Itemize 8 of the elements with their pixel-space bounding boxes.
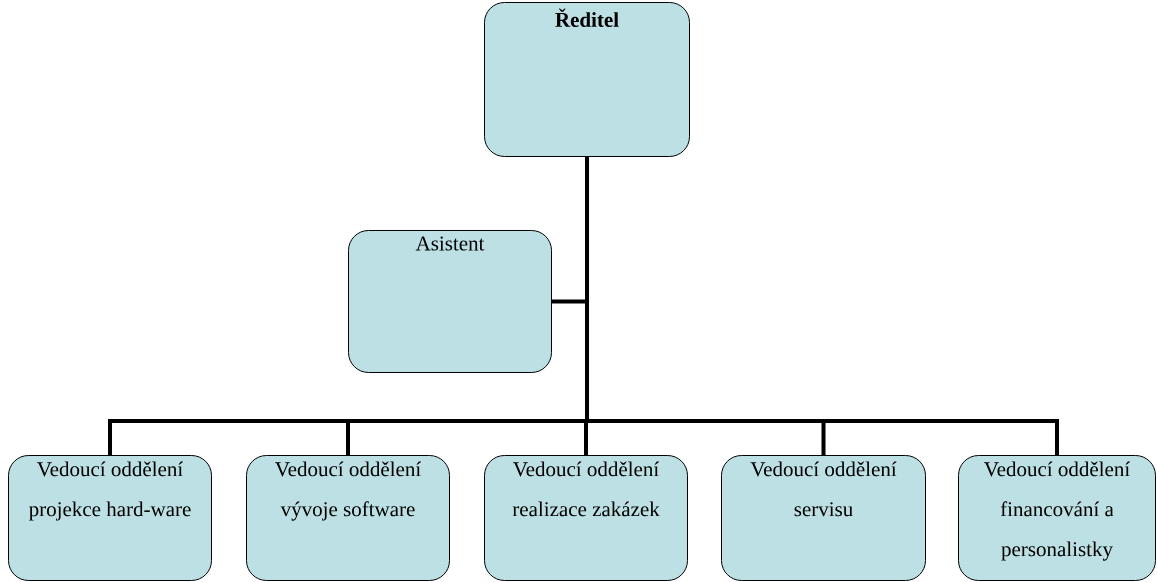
- org-box: Asistent: [348, 230, 552, 373]
- connector-line: [585, 157, 1059, 455]
- org-box: Vedoucí oddělení financování a personalistky: [958, 455, 1156, 581]
- org-box: Vedoucí oddělení vývoje software: [246, 455, 450, 581]
- org-box: Ředitel: [484, 2, 690, 157]
- org-box: Vedoucí oddělení servisu: [721, 455, 926, 581]
- org-box: Vedoucí oddělení realizace zakázek: [484, 455, 688, 581]
- org-box: Vedoucí oddělení projekce hard-ware: [8, 455, 212, 581]
